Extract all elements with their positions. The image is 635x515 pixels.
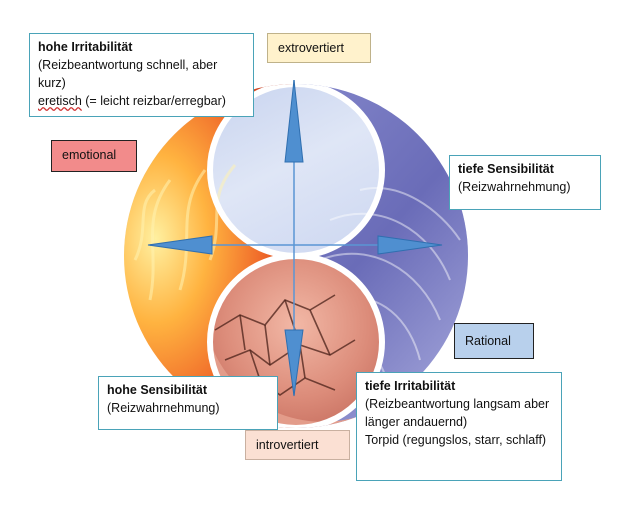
tag-extrovertiert: extrovertiert — [267, 33, 371, 63]
info-box-hohe-irritabilitaet: hohe Irritabilität (Reizbeantwortung sch… — [29, 33, 254, 117]
info-box-line: (Reizwahrnehmung) — [458, 180, 571, 194]
spellcheck-word: eretisch — [38, 94, 82, 108]
info-box-hohe-sensibilitaet: hohe Sensibilität (Reizwahrnehmung) — [98, 376, 278, 430]
arrow-left-icon — [147, 235, 213, 255]
info-box-heading: hohe Sensibilität — [107, 383, 208, 397]
tag-rational: Rational — [454, 323, 534, 359]
info-box-line-rest: (= leicht reizbar/erregbar) — [81, 94, 226, 108]
tag-emotional: emotional — [51, 140, 137, 172]
axis-arrows — [147, 79, 443, 397]
arrow-right-icon — [377, 235, 443, 255]
info-box-tiefe-sensibilitaet: tiefe Sensibilität (Reizwahrnehmung) — [449, 155, 601, 210]
info-box-line: eretisch (= leicht reizbar/erregbar) — [38, 92, 245, 110]
tag-introvertiert: introvertiert — [245, 430, 350, 460]
arrow-down-icon — [284, 329, 304, 397]
info-box-line: (Reizbeantwortung schnell, aber kurz) — [38, 58, 218, 90]
info-box-heading: hohe Irritabilität — [38, 40, 133, 54]
info-box-heading: tiefe Sensibilität — [458, 162, 554, 176]
info-box-line: (Reizbeantwortung langsam aber länger an… — [365, 397, 550, 429]
cracked-earth-texture-icon — [214, 294, 356, 396]
info-box-heading: tiefe Irritabilität — [365, 379, 456, 393]
info-box-line: Torpid (regungslos, starr, schlaff) — [365, 433, 547, 447]
arrow-up-icon — [284, 79, 304, 163]
info-box-tiefe-irritabilitaet: tiefe Irritabilität (Reizbeantwortung la… — [356, 372, 562, 481]
info-box-line: (Reizwahrnehmung) — [107, 401, 220, 415]
